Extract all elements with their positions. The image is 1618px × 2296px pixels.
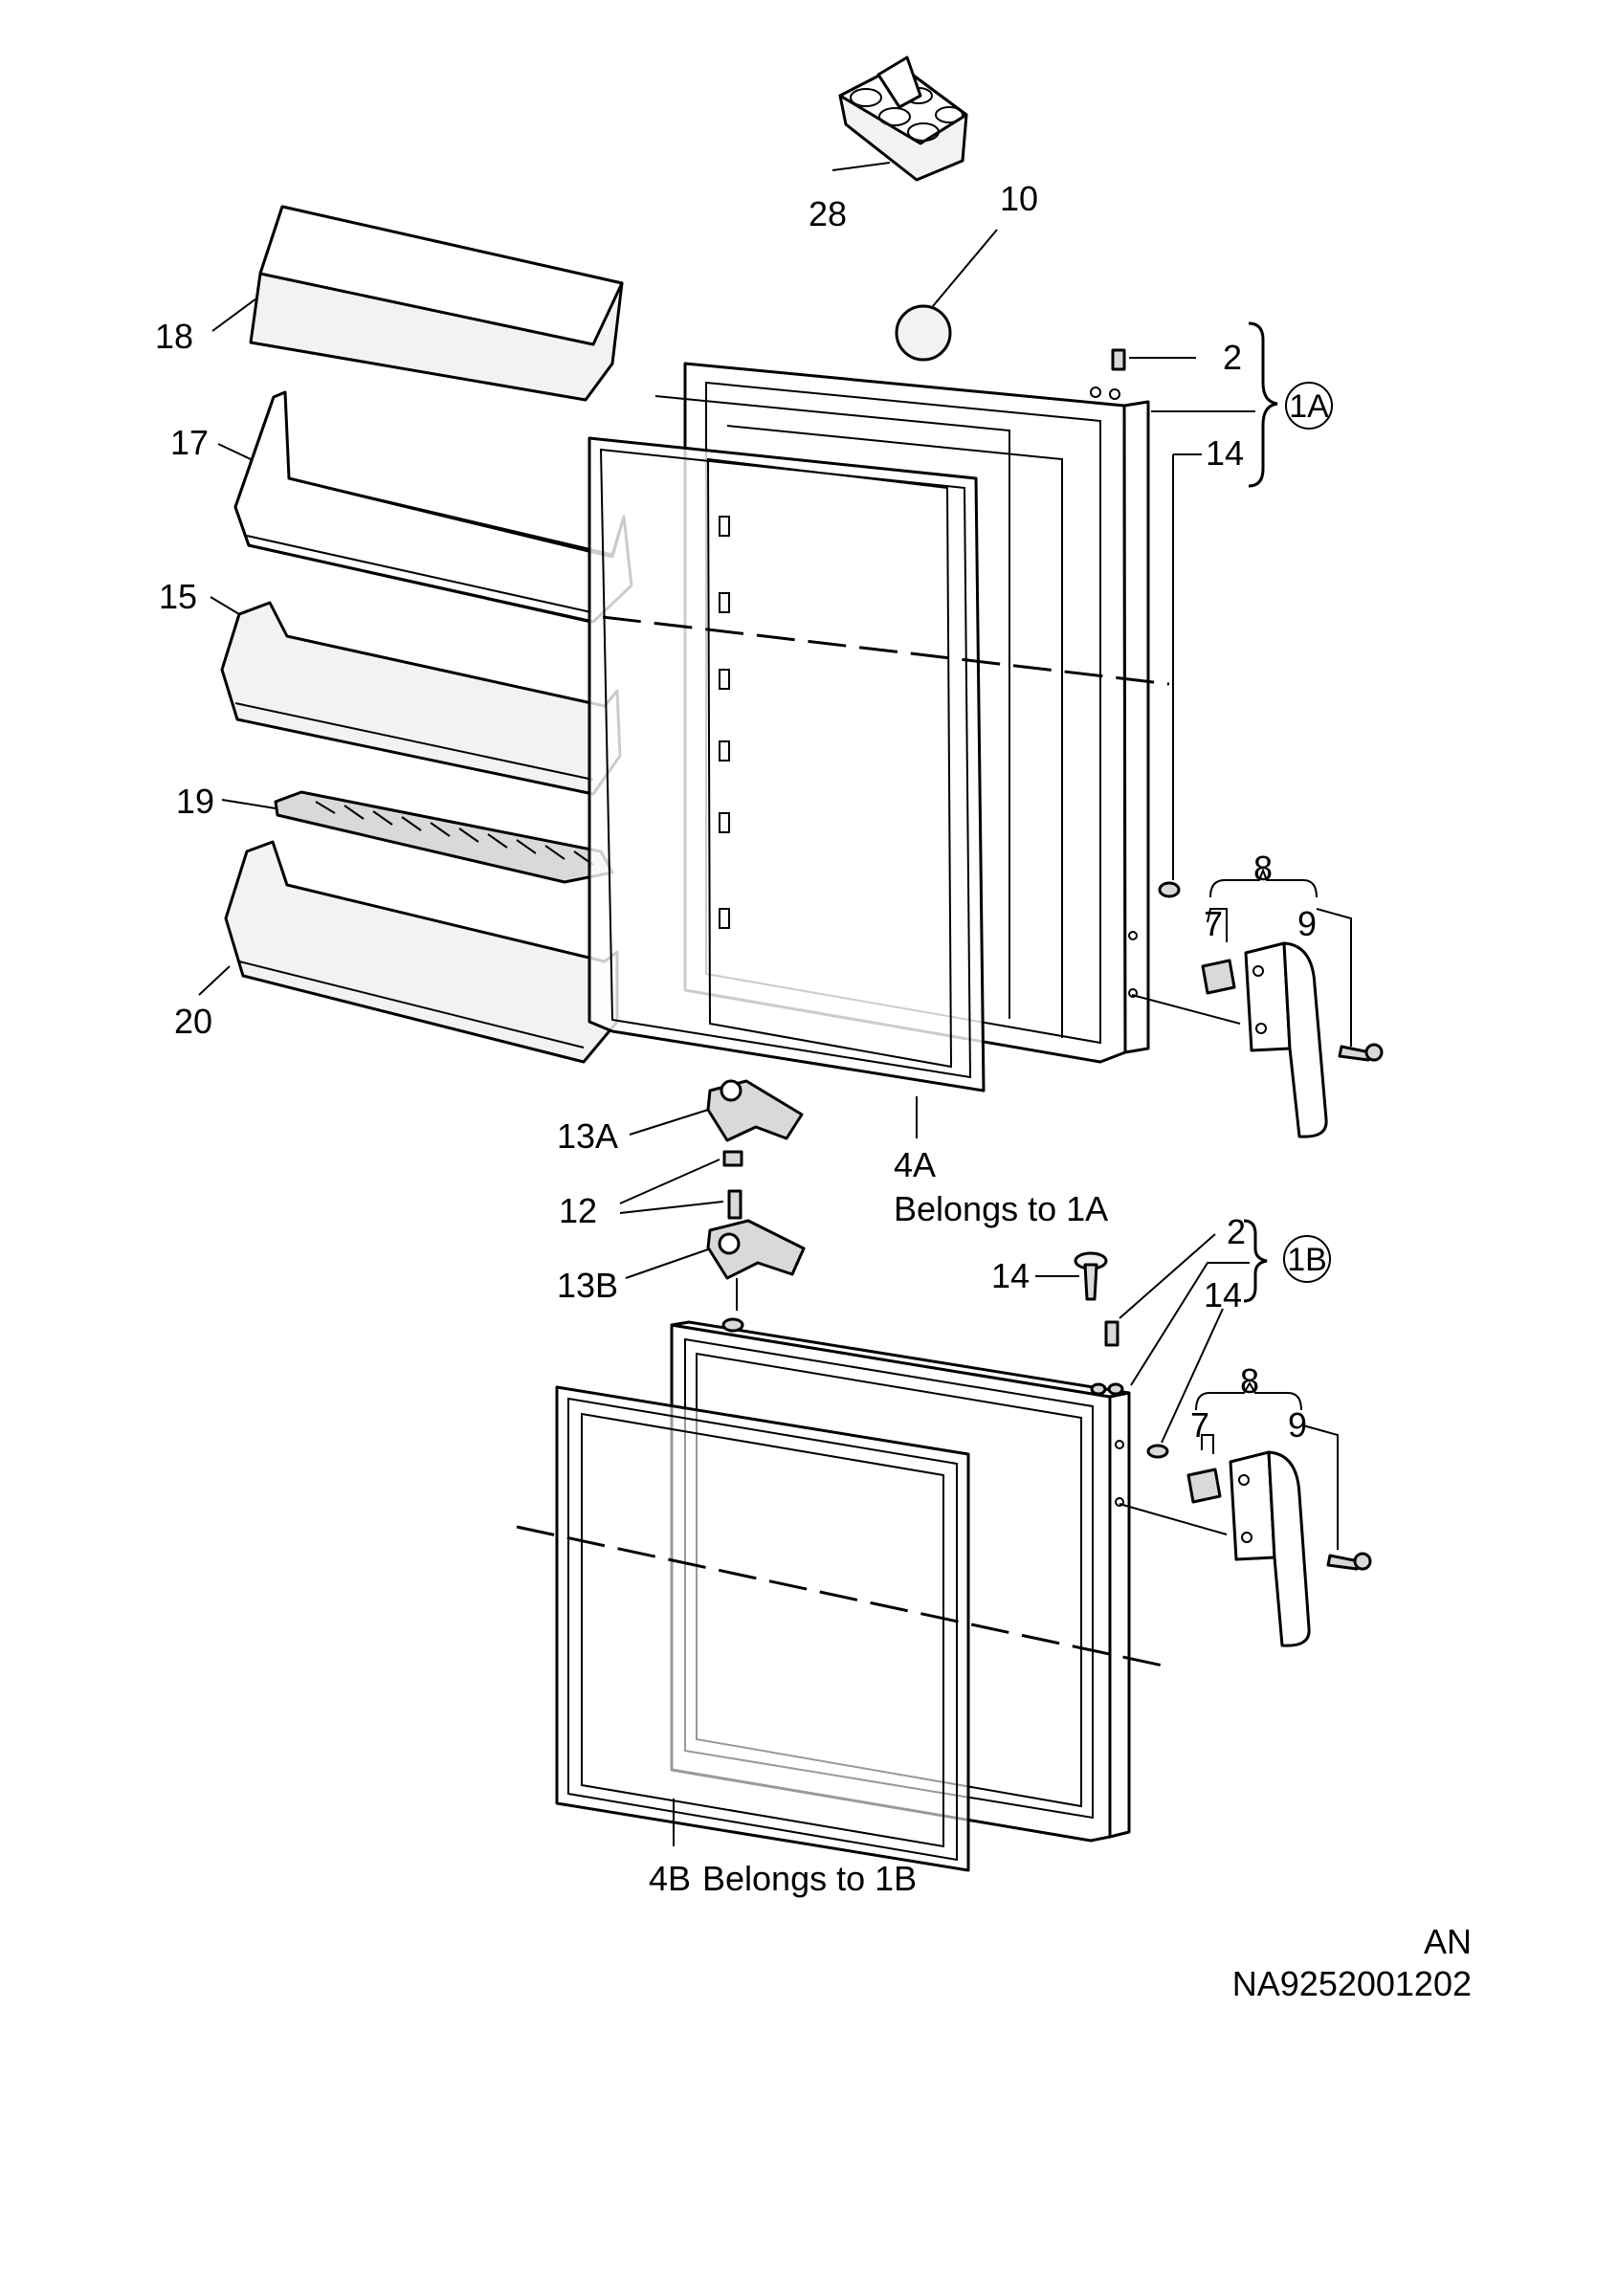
screw-part-9-lower xyxy=(1326,1552,1372,1571)
label-gasket-4A: 4A xyxy=(894,1145,936,1184)
hinge-part-13A xyxy=(706,1079,804,1142)
screw-part-2-lower xyxy=(1104,1233,1216,1347)
label-part-8-upper: 8 xyxy=(1253,849,1273,888)
label-part-15: 15 xyxy=(159,577,197,616)
label-part-20: 20 xyxy=(174,1002,212,1041)
label-part-7-lower: 7 xyxy=(1190,1405,1209,1445)
label-part-13B: 13B xyxy=(557,1266,618,1305)
label-part-2-upper: 2 xyxy=(1223,338,1242,377)
label-gasket-4B-note: Belongs to 1B xyxy=(702,1859,917,1898)
gasket-4A xyxy=(587,436,986,1093)
hinge-part-13B xyxy=(706,1219,806,1311)
cover-part-7-lower xyxy=(1186,1468,1222,1504)
label-part-2-lower: 2 xyxy=(1227,1212,1246,1251)
door-shelf-part-17 xyxy=(233,390,633,624)
label-part-13A: 13A xyxy=(557,1116,618,1156)
label-part-17: 17 xyxy=(170,423,209,462)
cap-part-10 xyxy=(895,304,952,362)
door-shelf-part-15 xyxy=(220,601,622,796)
label-part-14-lower-screw: 14 xyxy=(1204,1275,1242,1314)
bottle-rack-part-19 xyxy=(274,790,614,884)
label-gasket-4A-note: Belongs to 1A xyxy=(894,1189,1108,1228)
label-part-19: 19 xyxy=(176,782,214,821)
label-part-18: 18 xyxy=(155,317,193,356)
footer-code-an: AN xyxy=(1424,1922,1472,1961)
handle-part-8-lower xyxy=(1119,1450,1311,1647)
label-part-8-lower: 8 xyxy=(1240,1361,1259,1401)
pin-part-14-lower xyxy=(1035,1251,1108,1301)
screw-part-2-upper xyxy=(1111,348,1196,371)
label-part-7-upper: 7 xyxy=(1204,904,1223,943)
bushing-part-12-upper xyxy=(722,1150,743,1167)
label-door-1A: 1A xyxy=(1289,388,1329,425)
pin-part-12-lower xyxy=(727,1189,743,1220)
gasket-4B xyxy=(555,1385,970,1872)
label-part-14-upper: 14 xyxy=(1206,433,1244,473)
screw-part-14-upper xyxy=(1158,453,1202,898)
label-gasket-4B: 4B xyxy=(649,1859,691,1898)
screw-part-14-lower xyxy=(1146,1308,1224,1459)
label-part-12: 12 xyxy=(559,1191,597,1230)
handle-part-8-upper xyxy=(1131,941,1328,1138)
label-part-10: 10 xyxy=(1000,179,1038,218)
dairy-lid-part-18 xyxy=(249,205,624,402)
footer-diagram-number: NA9252001202 xyxy=(1232,1964,1472,2003)
egg-tray-part-28 xyxy=(838,55,968,182)
label-door-1B: 1B xyxy=(1287,1242,1327,1278)
label-part-9-upper: 9 xyxy=(1297,904,1317,943)
label-part-9-lower: 9 xyxy=(1288,1405,1307,1445)
cover-part-7-upper xyxy=(1201,959,1236,995)
label-part-28: 28 xyxy=(809,194,847,233)
screw-part-9-upper xyxy=(1338,1043,1384,1062)
label-part-14-lower-pin: 14 xyxy=(991,1256,1030,1295)
